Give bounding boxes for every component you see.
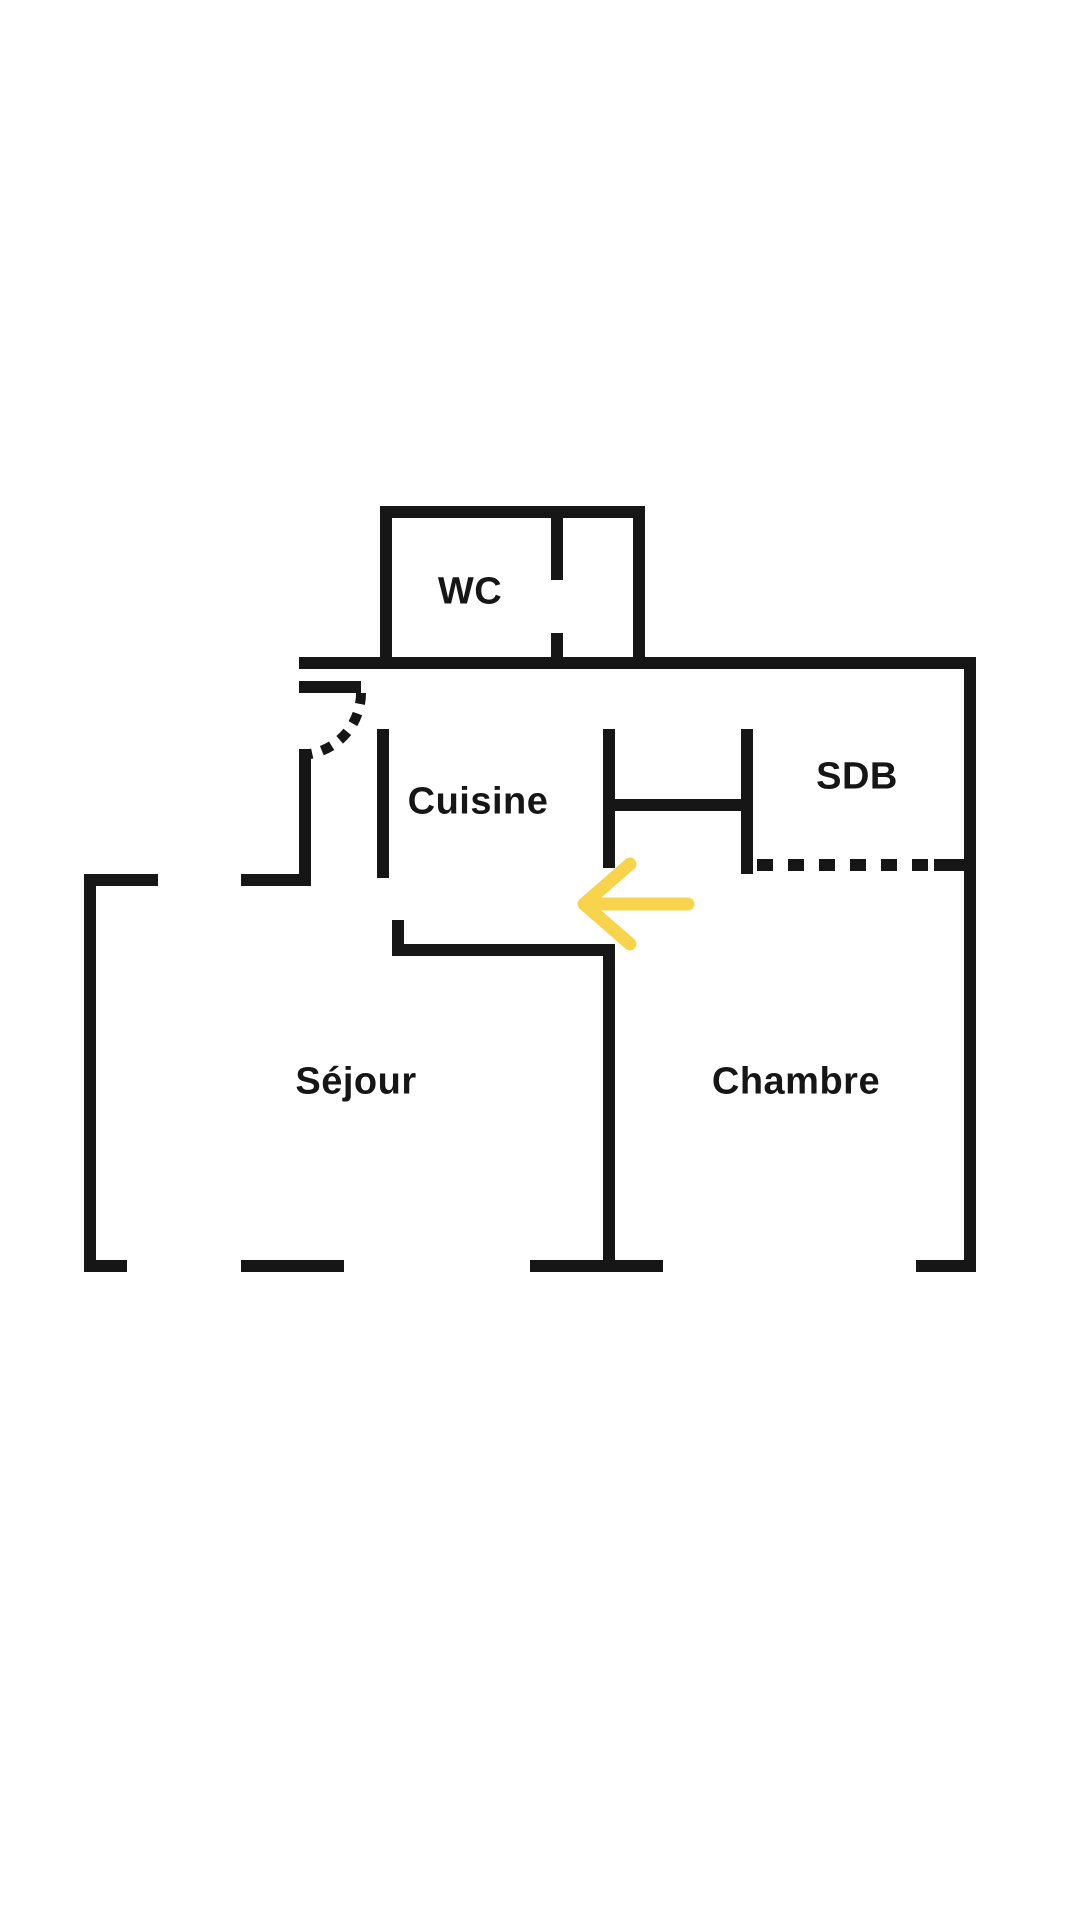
wall-bottom-segment-2 [241, 1260, 344, 1272]
wall-wc-partition-upper-jamb [551, 506, 563, 580]
wall-cuisine-bottom-stub [392, 920, 404, 956]
walls-group [84, 506, 976, 1272]
room-label-sdb: SDB [816, 755, 898, 798]
room-label-wc: WC [437, 570, 503, 613]
room-label-cuisine: Cuisine [407, 780, 549, 823]
wall-bottom-segment-3 [530, 1260, 663, 1272]
direction-arrow-head [577, 857, 637, 951]
wall-wc-top [380, 506, 645, 518]
wall-corridor-left [603, 729, 615, 868]
wall-sejour-top-left [84, 874, 158, 886]
direction-arrow-icon [577, 857, 695, 951]
wall-bottom-segment-1 [84, 1260, 127, 1272]
wall-sejour-chambre-divider [603, 944, 615, 1272]
wall-wc-left [380, 506, 392, 669]
wall-outer-right [964, 657, 976, 1272]
wall-bottom-segment-4 [916, 1260, 976, 1272]
wall-cuisine-left [377, 729, 389, 878]
room-label-chambre: Chambre [711, 1060, 881, 1103]
wall-cuisine-bottom [392, 944, 615, 956]
wall-entry-left [299, 749, 311, 886]
room-label-sejour: Séjour [295, 1060, 417, 1103]
entry-door-arc [298, 692, 366, 760]
entry-door-leaf [299, 681, 361, 693]
wall-closet-bottom [609, 799, 747, 811]
wall-outer-left [84, 874, 96, 1272]
wall-sejour-top-right [241, 874, 311, 886]
wall-upper-horizontal [299, 657, 976, 669]
wall-sdb-bottom-solid [934, 859, 976, 871]
wall-sdb-left [741, 729, 753, 874]
wall-entry-nook-right [633, 506, 645, 669]
